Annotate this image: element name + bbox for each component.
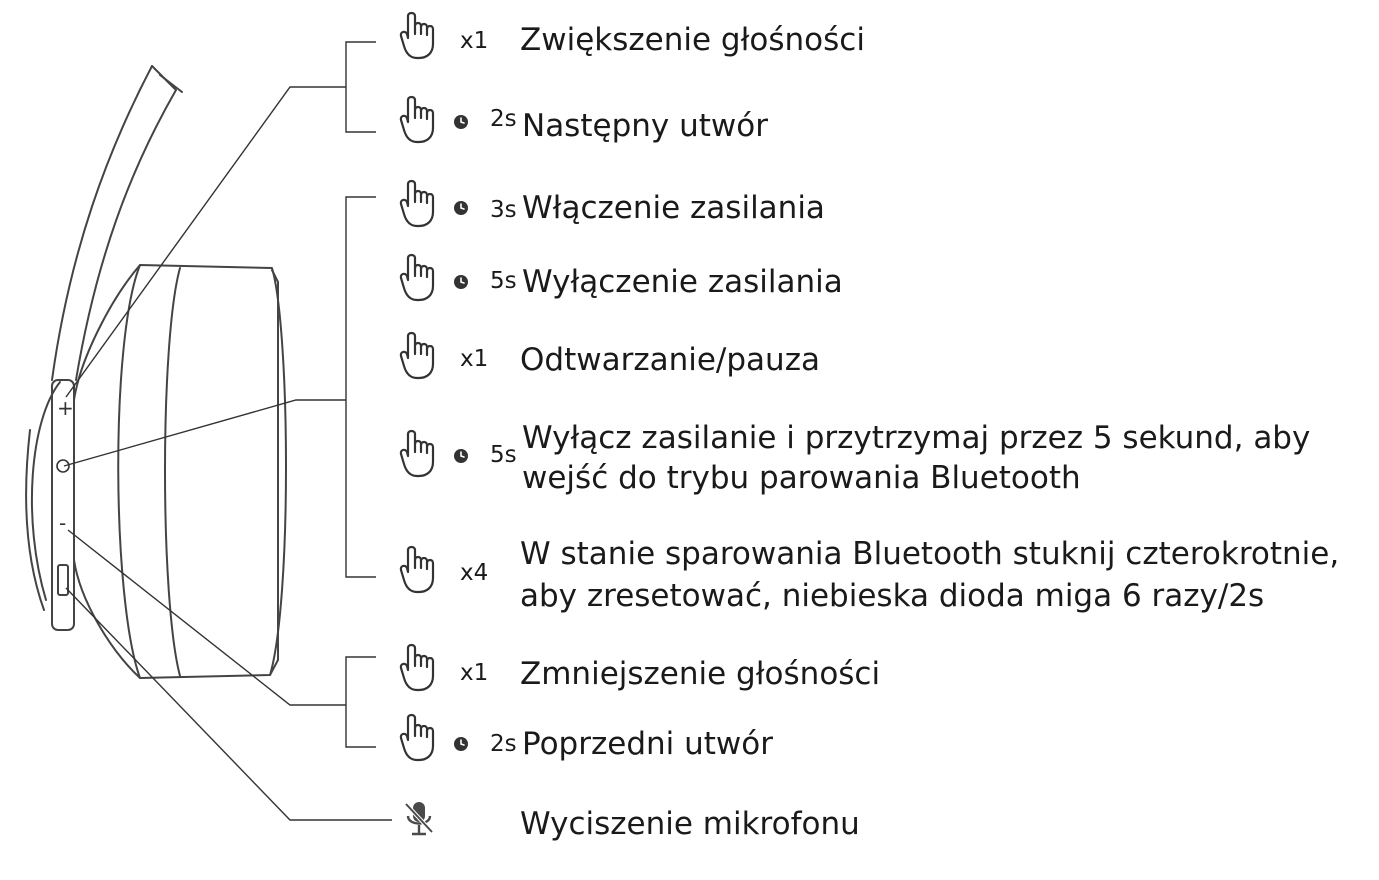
control-strip bbox=[51, 379, 75, 631]
hold-duration: 3s bbox=[490, 197, 517, 223]
clock-icon bbox=[453, 736, 469, 752]
action-text-line-1: W stanie sparowania Bluetooth stuknij cz… bbox=[520, 536, 1340, 572]
action-text: Wyłączenie zasilania bbox=[522, 264, 843, 300]
pointing-finger-icon bbox=[398, 178, 444, 230]
action-text: Odtwarzanie/pauza bbox=[520, 342, 820, 378]
pointing-finger-icon bbox=[398, 428, 444, 480]
action-text-line-2: wejść do trybu parowania Bluetooth bbox=[522, 460, 1081, 496]
hold-duration: 2s bbox=[490, 106, 517, 132]
hold-duration: 5s bbox=[490, 268, 517, 294]
clock-icon bbox=[453, 200, 469, 216]
plus-mark: + bbox=[57, 396, 74, 420]
power-button-mark bbox=[56, 459, 70, 473]
headband-outer bbox=[75, 65, 177, 381]
leader-volume-down bbox=[67, 529, 346, 706]
headphone-controls-diagram: + - x1 Zwiększenie głośności 2s Następny… bbox=[25, 0, 1340, 842]
headband-inner bbox=[51, 65, 153, 381]
action-text: Zwiększenie głośności bbox=[520, 22, 865, 58]
hold-duration: 2s bbox=[490, 731, 517, 757]
tap-count: x4 bbox=[460, 560, 489, 586]
tap-count: x1 bbox=[460, 660, 489, 686]
action-text: Zmniejszenie głośności bbox=[520, 656, 881, 692]
action-text: Wyciszenie mikrofonu bbox=[520, 806, 860, 842]
clock-icon bbox=[453, 448, 469, 464]
bracket-power bbox=[345, 196, 376, 578]
hold-duration: 5s bbox=[490, 442, 517, 468]
bracket-volume-down bbox=[345, 656, 376, 748]
leader-power bbox=[63, 399, 346, 467]
ear-cushion bbox=[117, 264, 287, 679]
pointing-finger-icon bbox=[398, 712, 444, 764]
leader-mic bbox=[65, 587, 392, 821]
tap-count: x1 bbox=[460, 28, 489, 54]
bracket-volume-up bbox=[345, 41, 376, 133]
leader-volume-up bbox=[65, 86, 346, 398]
clock-icon bbox=[453, 274, 469, 290]
minus-mark: - bbox=[59, 511, 66, 535]
pointing-finger-icon bbox=[398, 10, 444, 62]
headphone-illustration: + - bbox=[25, 41, 392, 821]
microphone-muted-icon bbox=[404, 802, 434, 836]
action-text: Poprzedni utwór bbox=[522, 726, 773, 762]
pointing-finger-icon bbox=[398, 544, 444, 596]
action-text: Włączenie zasilania bbox=[522, 190, 825, 226]
pointing-finger-icon bbox=[398, 252, 444, 304]
action-text-line-2: aby zresetować, niebieska dioda miga 6 r… bbox=[520, 578, 1265, 614]
pointing-finger-icon bbox=[398, 330, 444, 382]
tap-count: x1 bbox=[460, 346, 489, 372]
pointing-finger-icon bbox=[398, 94, 444, 146]
pointing-finger-icon bbox=[398, 642, 444, 694]
action-text-line-1: Wyłącz zasilanie i przytrzymaj przez 5 s… bbox=[522, 420, 1311, 456]
clock-icon bbox=[453, 114, 469, 130]
action-text: Następny utwór bbox=[522, 108, 768, 144]
